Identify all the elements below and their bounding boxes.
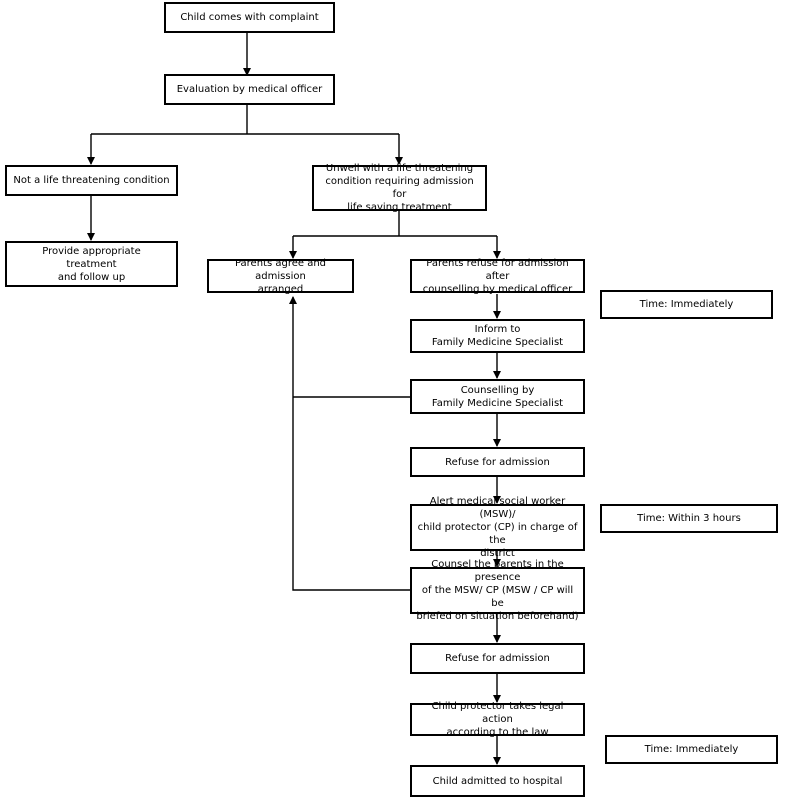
node-parents-refuse: Parents refuse for admission after couns… bbox=[410, 258, 585, 295]
node-unwell: Unwell with a life threatening condition… bbox=[312, 163, 487, 213]
time-note-immediately-1: Time: Immediately bbox=[600, 290, 773, 319]
node-counsel-parents: Counsel the parents in the presence of t… bbox=[410, 559, 585, 622]
node-evaluation: Evaluation by medical officer bbox=[164, 74, 335, 105]
node-parents-agree: Parents agree and admission arranged bbox=[207, 258, 354, 295]
time-note-within-3-hours: Time: Within 3 hours bbox=[600, 504, 778, 533]
node-not-life-threatening: Not a life threatening condition bbox=[5, 165, 178, 196]
node-inform-fms: Inform to Family Medicine Specialist bbox=[410, 319, 585, 353]
node-legal-action: Child protector takes legal action accor… bbox=[410, 701, 585, 738]
node-refuse-admission-1: Refuse for admission bbox=[410, 447, 585, 477]
time-note-immediately-2: Time: Immediately bbox=[605, 735, 778, 764]
node-alert-msw: Alert medical social worker (MSW)/ child… bbox=[410, 496, 585, 559]
node-child-admitted: Child admitted to hospital bbox=[410, 765, 585, 797]
node-provide-treatment: Provide appropriate treatment and follow… bbox=[5, 241, 178, 287]
feedback-arrow-counsel-to-agree bbox=[289, 296, 410, 591]
node-counselling-fms: Counselling by Family Medicine Specialis… bbox=[410, 379, 585, 414]
node-child-complaint: Child comes with complaint bbox=[164, 2, 335, 33]
node-refuse-admission-2: Refuse for admission bbox=[410, 643, 585, 674]
